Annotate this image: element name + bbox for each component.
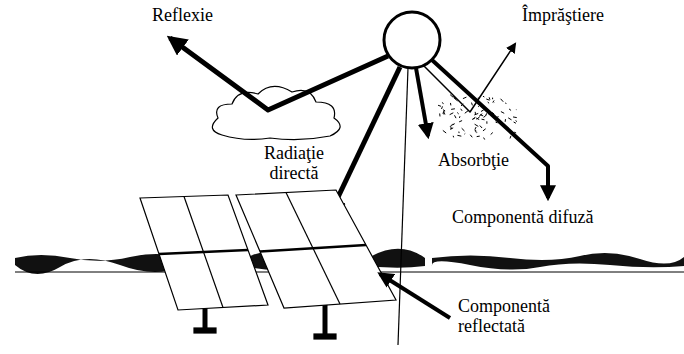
diffuse-component-label: Componentă difuză [452, 207, 593, 227]
scattering-label: Împrăştiere [522, 5, 604, 25]
reflection-label: Reflexie [152, 5, 213, 25]
cloud [212, 86, 340, 139]
direct-radiation-label: Radiaţie directă [252, 143, 336, 183]
reflected-arrow [380, 274, 450, 318]
reflected-component-label: Componentă reflectată [458, 296, 576, 336]
sun [384, 12, 440, 68]
solar-panels [140, 190, 396, 339]
absorption-label: Absorbţie [438, 150, 509, 170]
